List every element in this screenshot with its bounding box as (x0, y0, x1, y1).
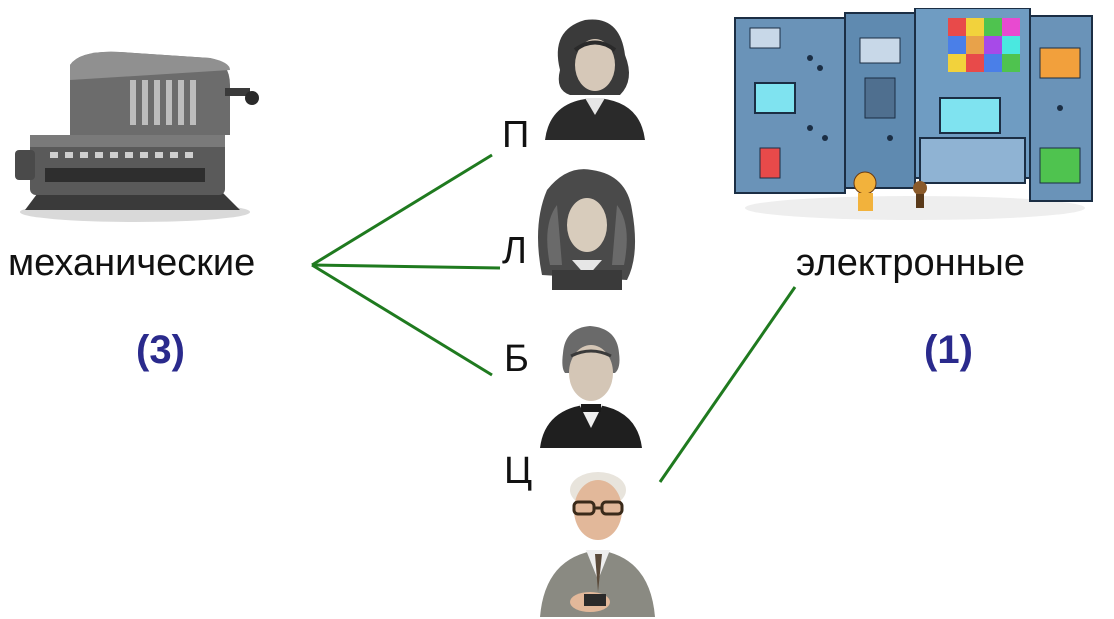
connector-mechanical-b (311, 263, 493, 377)
electronic-count: (1) (924, 328, 973, 372)
person-letter-b: Б (504, 338, 529, 380)
portrait-l-image (538, 169, 636, 290)
portrait-b-image (540, 326, 642, 448)
connector-mechanical-p (311, 153, 493, 267)
electronic-label: электронные (796, 242, 1026, 284)
electronic-computer-image (734, 8, 1093, 220)
person-letter-c: Ц (504, 450, 533, 492)
connector-electronic-c (658, 286, 797, 483)
connector-mechanical-l (311, 263, 501, 270)
portrait-c-image (540, 472, 655, 617)
mechanical-calculator-image (15, 51, 259, 222)
mechanical-count: (3) (136, 328, 185, 372)
person-letter-l: Л (502, 230, 527, 272)
portrait-p-image (545, 19, 645, 140)
mechanical-label: механические (8, 242, 256, 284)
person-letter-p: П (502, 114, 530, 156)
